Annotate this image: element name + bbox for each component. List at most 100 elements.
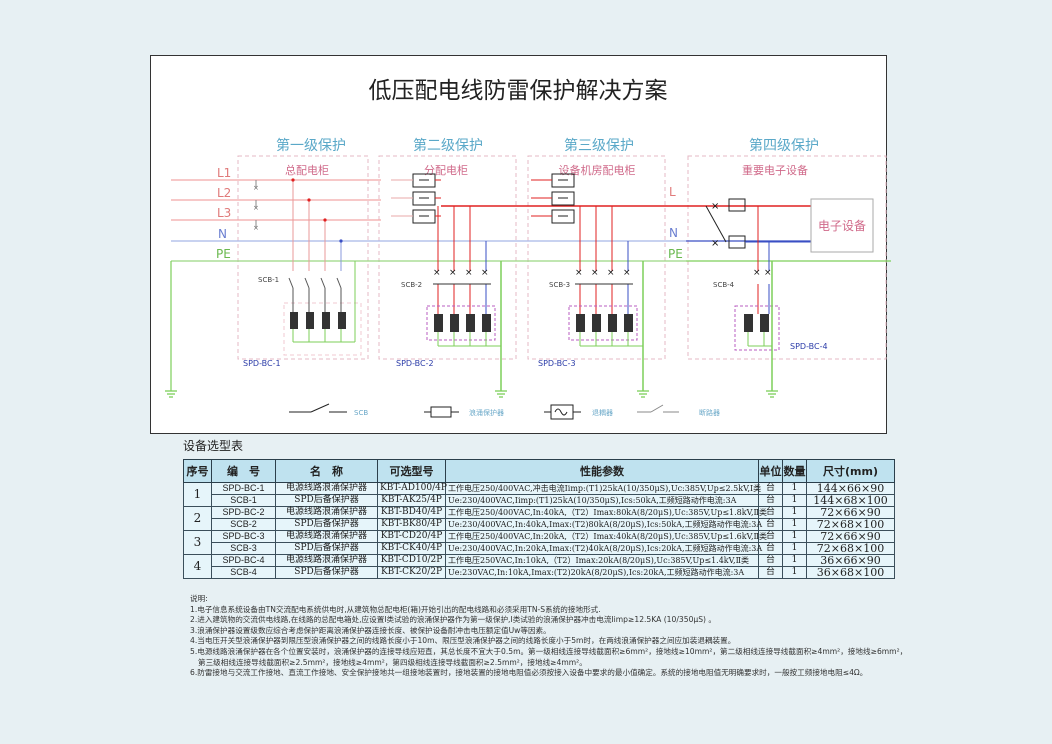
- svg-text:×: ×: [253, 184, 259, 192]
- svg-text:×: ×: [711, 201, 719, 212]
- scb-2-label: SCB-2: [401, 281, 422, 289]
- diagram-title: 低压配电线防雷保护解决方案: [369, 78, 668, 104]
- spd-1-label: SPD-BC-1: [243, 359, 281, 368]
- label-l-right: L: [669, 185, 676, 199]
- table-row: SCB-4 SPD后备保护器 KBT-CK20/2P Ue:230VAC,In:…: [184, 566, 895, 579]
- level-1-title: 第一级保护: [276, 137, 346, 154]
- note-item: 6.防雷接地与交流工作接地、直流工作接地、安全保护接地共一组接地装置时，接地装置…: [190, 668, 868, 678]
- cell-size: 72×66×90: [806, 506, 895, 519]
- cell-size: 36×66×90: [806, 554, 895, 567]
- legend-spd-label: 浪涌保护器: [469, 408, 504, 417]
- cell-unit: 台: [758, 566, 783, 579]
- svg-text:×: ×: [753, 268, 761, 278]
- svg-text:×: ×: [711, 238, 719, 249]
- header-name: 名 称: [275, 459, 378, 483]
- legend-scb-label: SCB: [354, 409, 368, 417]
- cell-params: Ue:230/400VAC,In:40kA,Imax:(T2)80kA(8/20…: [445, 518, 762, 531]
- cell-model: KBT-BK80/4P: [377, 518, 446, 531]
- svg-text:×: ×: [481, 268, 489, 278]
- label-l2: L2: [217, 186, 231, 200]
- cell-code: SPD-BC-1: [211, 482, 276, 495]
- notes: 说明: 1.电子信息系统设备由TN交流配电系统供电时,从建筑物总配电柜(箱)开始…: [190, 594, 907, 679]
- spec-table: 序号 编 号 名 称 可选型号 性能参数 单位 数量 尺寸(mm) 1 SPD-…: [183, 459, 895, 579]
- cell-unit: 台: [758, 530, 783, 543]
- spd-3-label: SPD-BC-3: [538, 359, 576, 368]
- row-number: 4: [183, 554, 212, 579]
- header-size: 尺寸(mm): [806, 459, 895, 483]
- cell-code: SPD-BC-3: [211, 530, 276, 543]
- cell-qty: 1: [782, 566, 807, 579]
- level-4-circuit: × × ×× SCB-4 SPD-BC-4 电子设备: [705, 198, 874, 391]
- note-item: 3.浪涌保护器设置级数应综合考虑保护距离浪涌保护器连接长度、被保护设备耐冲击电压…: [190, 625, 551, 635]
- cell-name: SPD后备保护器: [275, 566, 378, 579]
- cell-unit: 台: [758, 554, 783, 567]
- level-1-circuit: ××× SCB-1 SPD-BC-1: [243, 178, 356, 368]
- svg-text:×: ×: [607, 268, 615, 278]
- level-2-title: 第二级保护: [413, 137, 483, 154]
- note-item: 4.当电压开关型浪涌保护器到限压型浪涌保护器之间的线路长度小于10m、限压型浪涌…: [190, 636, 736, 646]
- legend-breaker: 断路器: [637, 404, 720, 417]
- cell-code: SPD-BC-4: [211, 554, 276, 567]
- cabinet-3-box: [527, 155, 666, 360]
- table-row: SCB-1 SPD后备保护器 KBT-AK25/4P Ue:230/400VAC…: [184, 494, 895, 507]
- electronic-device-label: 电子设备: [818, 219, 866, 233]
- svg-text:×: ×: [575, 268, 583, 278]
- label-n: N: [218, 227, 227, 241]
- table-row: 2 SPD-BC-2 电源线路浪涌保护器 KBT-BD40/4P 工作电压250…: [183, 506, 895, 531]
- cell-qty: 1: [782, 518, 807, 531]
- level-2-circuit: ×××× SCB-2 SPD-BC-2: [391, 173, 502, 391]
- table-header-row: 序号 编 号 名 称 可选型号 性能参数 单位 数量 尺寸(mm): [183, 459, 895, 483]
- legend-scb: SCB: [289, 403, 368, 417]
- header-no: 序号: [183, 459, 212, 483]
- spd-1-box: [283, 302, 362, 356]
- table-body: 1 SPD-BC-1 电源线路浪涌保护器 KBT-AD100/4P 工作电压25…: [183, 482, 895, 579]
- cell-model: KBT-BD40/4P: [377, 506, 446, 519]
- cell-size: 72×68×100: [806, 518, 895, 531]
- line-labels: L1 L2 L3 N PE L N PE: [216, 166, 683, 261]
- cabinet-1-box: [237, 155, 369, 360]
- cell-qty: 1: [782, 506, 807, 519]
- cell-name: 电源线路浪涌保护器: [275, 554, 378, 567]
- scb-3-label: SCB-3: [549, 281, 570, 289]
- svg-text:×: ×: [449, 268, 457, 278]
- legend-decoupler: 退耦器: [544, 404, 613, 420]
- cell-unit: 台: [758, 542, 783, 555]
- level-3-circuit: ×××× SCB-3 SPD-BC-3: [531, 173, 644, 391]
- cell-qty: 1: [782, 542, 807, 555]
- cell-size: 144×66×90: [806, 482, 895, 495]
- cell-params: Ue:230/400VAC,In:20kA,Imax:(T2)40kA(8/20…: [445, 542, 762, 555]
- table-title: 设备选型表: [183, 439, 244, 453]
- cell-model: KBT-CD20/4P: [377, 530, 446, 543]
- cell-name: 电源线路浪涌保护器: [275, 530, 378, 543]
- level-3-title: 第三级保护: [564, 137, 634, 154]
- svg-text:×: ×: [591, 268, 599, 278]
- legend: SCB 浪涌保护器 退耦器 断路器: [289, 403, 720, 420]
- note-item: 第三级相线连接导线截面积≥2.5mm²，接地线≥4mm²，第四级相线连接导线截面…: [198, 657, 587, 667]
- note-item: 2.进入建筑物的交流供电线路,在线路的总配电箱处,应设置I类试验的浪涌保护器作为…: [190, 615, 717, 625]
- cell-size: 144×68×100: [806, 494, 895, 507]
- cell-params: Ue:230VAC,In:10kA,Imax:(T2)20kA(8/20μS),…: [445, 566, 759, 579]
- electronic-device-box: [810, 198, 874, 253]
- cell-model: KBT-AD100/4P: [377, 482, 447, 495]
- diagram-frame: 低压配电线防雷保护解决方案 第一级保护 第二级保护 第三级保护 第四级保护 总配…: [150, 55, 891, 434]
- cell-params: 工作电压250/400VAC,In:20kA,（T2）Imax:40kA(8/2…: [445, 530, 767, 543]
- cell-size: 72×68×100: [806, 542, 895, 555]
- cell-model: KBT-CK20/2P: [377, 566, 446, 579]
- label-n-right: N: [669, 226, 678, 240]
- cabinet-2-label: 分配电柜: [424, 164, 468, 177]
- cabinet-2-box: [378, 155, 517, 360]
- cabinet-boxes: [237, 155, 887, 360]
- note-item: 1.电子信息系统设备由TN交流配电系统供电时,从建筑物总配电柜(箱)开始引出的配…: [190, 604, 601, 614]
- header-params: 性能参数: [445, 459, 759, 483]
- cell-name: 电源线路浪涌保护器: [275, 482, 378, 495]
- legend-breaker-label: 断路器: [699, 408, 720, 417]
- cell-model: KBT-CK40/4P: [377, 542, 446, 555]
- cell-params: Ue:230/400VAC,Iimp:(T1)25kA(10/350μS),Ic…: [445, 494, 759, 507]
- cell-code: SCB-2: [211, 518, 276, 531]
- table-row: 4 SPD-BC-4 电源线路浪涌保护器 KBT-CD10/2P 工作电压250…: [183, 554, 895, 579]
- scb-1-label: SCB-1: [258, 276, 279, 284]
- table-row: 3 SPD-BC-3 电源线路浪涌保护器 KBT-CD20/4P 工作电压250…: [183, 530, 895, 555]
- header-model: 可选型号: [377, 459, 446, 483]
- scb-4-label: SCB-4: [713, 281, 735, 289]
- cell-model: KBT-CD10/2P: [377, 554, 446, 567]
